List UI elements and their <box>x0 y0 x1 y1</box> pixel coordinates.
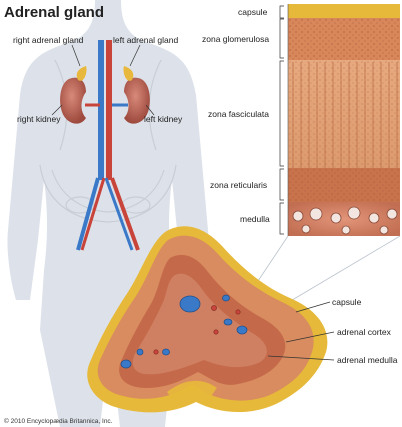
label-right-kidney: right kidney <box>17 114 60 124</box>
label-capsule-cross-section: capsule <box>332 297 361 307</box>
copyright-credit: © 2010 Encyclopædia Britannica, Inc. <box>4 418 113 425</box>
page-title: Adrenal gland <box>4 4 104 21</box>
label-left-kidney: left kidney <box>144 114 182 124</box>
label-right-adrenal-gland: right adrenal gland <box>13 35 83 45</box>
label-adrenal-cortex: adrenal cortex <box>337 327 391 337</box>
label-zona-fasciculata: zona fasciculata <box>208 109 269 119</box>
label-zona-glomerulosa: zona glomerulosa <box>202 34 269 44</box>
layer-brackets <box>280 6 284 234</box>
tissue-layer-panel <box>288 4 400 236</box>
label-medulla: medulla <box>240 214 270 224</box>
label-left-adrenal-gland: left adrenal gland <box>113 35 178 45</box>
label-adrenal-medulla: adrenal medulla <box>337 355 397 365</box>
label-capsule-layer: capsule <box>238 7 267 17</box>
label-zona-reticularis: zona reticularis <box>210 180 267 190</box>
